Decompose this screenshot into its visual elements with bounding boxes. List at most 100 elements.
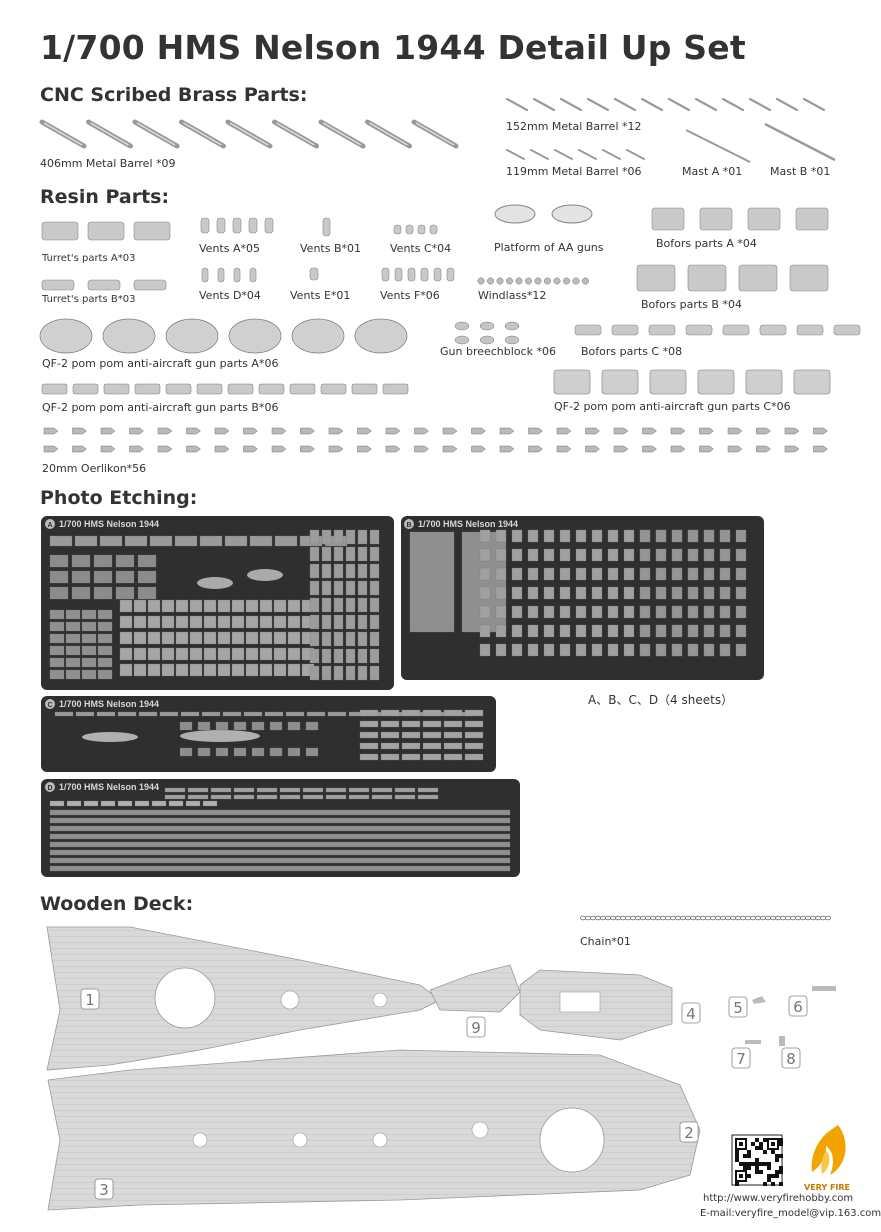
oerlikon <box>471 427 486 435</box>
deck-number-6: 6 <box>793 998 803 1016</box>
caption-turret-b: Turret's parts B*03 <box>42 294 136 305</box>
pompom-part-b <box>382 383 409 395</box>
caption-406mm-barrel: 406mm Metal Barrel *09 <box>40 157 176 170</box>
oerlikon <box>613 427 629 435</box>
website-link[interactable]: http://www.veryfirehobby.com <box>703 1193 854 1204</box>
turret-part-a <box>41 221 79 241</box>
oerlikon <box>414 445 429 453</box>
turret-part-b <box>87 279 121 291</box>
turret-part-b <box>133 279 167 291</box>
caption-bofors-a: Bofors parts A *04 <box>656 237 757 250</box>
oerlikon <box>699 445 714 453</box>
chain-link <box>814 915 822 921</box>
deck-number-badge <box>781 1047 801 1069</box>
bofors-part-c <box>833 324 861 336</box>
pompom-part-b <box>72 383 99 395</box>
vent-a <box>200 217 210 234</box>
chain-link <box>644 915 652 921</box>
chain-link <box>724 915 732 921</box>
turret-part-a <box>87 221 125 241</box>
barrel-152 <box>775 97 799 112</box>
chain-art <box>579 915 832 921</box>
section-resin: Resin Parts: <box>40 186 170 208</box>
windlass <box>553 277 561 285</box>
brand-name: VERY FIRE <box>804 1183 851 1192</box>
pe-sheets-note: A、B、C、D（4 sheets） <box>588 693 734 707</box>
pompom-part-c <box>793 369 831 395</box>
turret-part-a <box>133 221 171 241</box>
chain-link <box>819 915 827 921</box>
chain-link <box>734 915 742 921</box>
oerlikon <box>727 445 743 453</box>
pe-sheet-b: B 1/700 HMS Nelson 1944 <box>401 516 764 680</box>
barrel-119 <box>602 149 621 160</box>
caption-119mm-barrel: 119mm Metal Barrel *06 <box>506 165 642 178</box>
oerlikon <box>300 427 315 435</box>
chain-link <box>669 915 677 921</box>
deck-number-8: 8 <box>786 1050 796 1068</box>
chain-link <box>579 915 587 921</box>
deck-number-5: 5 <box>733 999 743 1017</box>
deck-number-badge <box>466 1016 486 1038</box>
chain-link <box>789 915 797 921</box>
vent-c <box>417 224 426 235</box>
barrel-119 <box>554 149 573 160</box>
windlass <box>515 277 523 285</box>
bofors-part-c <box>648 324 676 336</box>
oerlikon <box>556 445 572 453</box>
breechblock <box>479 335 495 345</box>
chain-link <box>634 915 642 921</box>
pompom-part-c <box>697 369 735 395</box>
oerlikon <box>357 427 372 435</box>
chain-link <box>684 915 692 921</box>
caption-oerlikon: 20mm Oerlikon*56 <box>42 462 147 475</box>
section-wooden-deck: Wooden Deck: <box>40 893 194 915</box>
chain-link <box>594 915 602 921</box>
pompom-part-c <box>649 369 687 395</box>
oerlikon <box>43 445 59 453</box>
bofors-part-b <box>738 264 778 292</box>
vent-a <box>248 217 258 234</box>
windlass <box>496 277 504 285</box>
vent-c <box>405 224 414 235</box>
chain-link <box>659 915 667 921</box>
chain-link <box>739 915 747 921</box>
pompom-part-c <box>601 369 639 395</box>
pompom-part-a <box>354 318 408 354</box>
deck-piece-2-3 <box>47 1049 701 1211</box>
oerlikon <box>357 445 372 453</box>
oerlikon <box>585 427 600 435</box>
oerlikon <box>670 445 686 453</box>
deck-number-1: 1 <box>85 991 95 1009</box>
vent-d <box>217 267 225 283</box>
oerlikon <box>72 445 87 453</box>
oerlikon <box>499 445 515 453</box>
deck-number-badge <box>80 988 100 1010</box>
pe-sheet-b-letter: B <box>406 522 411 529</box>
windlass <box>582 277 589 285</box>
oerlikon <box>157 427 173 435</box>
chain-link <box>654 915 662 921</box>
vent-f <box>420 267 429 282</box>
oerlikon <box>471 445 486 453</box>
bofors-part-a <box>651 207 685 231</box>
deck-number-badge <box>681 1002 701 1024</box>
chain-link <box>799 915 807 921</box>
breechblock <box>479 321 495 331</box>
deck-piece-1 <box>46 926 441 1071</box>
bofors-part-c <box>685 324 713 336</box>
bofors-part-b <box>789 264 829 292</box>
bofors-part-c <box>611 324 639 336</box>
chain-link <box>674 915 682 921</box>
oerlikon <box>43 427 59 435</box>
oerlikon <box>642 445 657 453</box>
pompom-part-b <box>134 383 161 395</box>
oerlikon <box>328 427 344 435</box>
oerlikon <box>100 445 116 453</box>
deck-number-3: 3 <box>99 1181 109 1199</box>
chain-link <box>759 915 767 921</box>
email-link[interactable]: E-mail:veryfire_model@vip.163.com <box>700 1208 881 1219</box>
oerlikon <box>642 427 657 435</box>
breechblock <box>454 321 470 331</box>
oerlikon <box>72 427 87 435</box>
